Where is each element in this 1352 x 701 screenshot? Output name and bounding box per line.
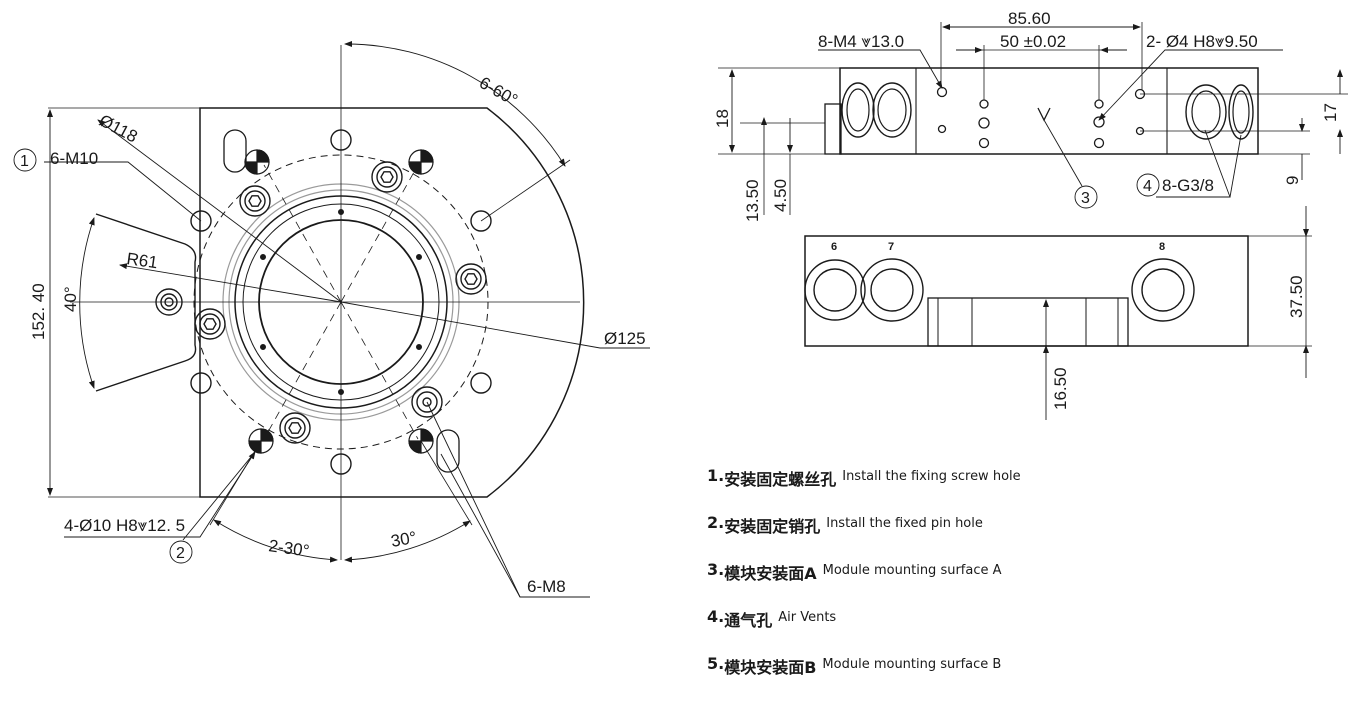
legend-item-4: 4. 通气孔 Air Vents — [707, 607, 1267, 654]
legend-label-zh: 安装固定销孔 — [724, 517, 821, 536]
dim-450-label: 4.50 — [771, 179, 790, 212]
dim-18-label: 18 — [713, 109, 732, 128]
legend: 1. 安装固定螺丝孔 Install the fixing screw hole… — [707, 466, 1267, 701]
thread-m8-label: 6-M8 — [527, 577, 566, 596]
legend-number: 4. — [707, 607, 725, 626]
top-view-labels: 85.60 50 ±0.02 8-M4 ⩔13.0 2- Ø4 H8⩔9.50 … — [713, 9, 1340, 222]
callout-3-circle — [1074, 185, 1098, 209]
callout-1-circle — [13, 148, 37, 172]
legend-number: 3. — [707, 560, 725, 579]
front-view — [13, 40, 650, 598]
legend-label-zh: 安装固定螺丝孔 — [724, 470, 837, 489]
legend-label-en: Module mounting surface B — [822, 657, 1002, 672]
callout-1-label: 1 — [20, 153, 29, 170]
angle-30-label: 30° — [389, 528, 418, 551]
thread-m10-label: 6-M10 — [50, 149, 98, 168]
legend-label-en: Module mounting surface A — [822, 563, 1002, 578]
legend-label-zh: 模块安装面B — [724, 658, 817, 677]
front-view-labels: 1 6-M10 Ø118 6-60° R61 40° 152. 40 Ø125 … — [20, 73, 646, 596]
angle-40-label: 40° — [61, 286, 80, 312]
radius-61-label: R61 — [125, 249, 159, 272]
legend-label-zh: 通气孔 — [724, 611, 773, 630]
width-8560-label: 85.60 — [1008, 9, 1051, 28]
legend-item-2: 2. 安装固定销孔 Install the fixed pin hole — [707, 513, 1267, 560]
dim-3750-label: 37.50 — [1287, 275, 1306, 318]
angle-6x60-label: 6-60° — [476, 73, 521, 110]
height-152-label: 152. 40 — [29, 283, 48, 340]
legend-number: 2. — [707, 513, 725, 532]
side-view — [804, 206, 1312, 420]
port-7-label: 7 — [888, 241, 894, 253]
m10-holes — [190, 129, 492, 475]
legend-number: 5. — [707, 654, 725, 673]
port-8-label: 8 — [1159, 241, 1165, 253]
dia-118-label: Ø118 — [96, 111, 141, 147]
dia-125-label: Ø125 — [604, 329, 646, 348]
legend-item-5: 5. 模块安装面B Module mounting surface B — [707, 654, 1267, 701]
legend-label-zh: 模块安装面A — [724, 564, 817, 583]
callout-3-label: 3 — [1081, 190, 1090, 207]
legend-label-en: Install the fixing screw hole — [842, 469, 1021, 484]
top-body — [839, 67, 1259, 155]
legend-number: 1. — [707, 466, 725, 485]
legend-label-en: Install the fixed pin hole — [826, 516, 983, 531]
side-view-labels: 6 7 8 37.50 16.50 — [831, 241, 1306, 410]
legend-label-en: Air Vents — [778, 610, 837, 625]
thread-m4-label: 8-M4 ⩔13.0 — [818, 32, 904, 51]
left-notch — [95, 213, 197, 392]
vent-spec-label: 8-G3/8 — [1162, 176, 1214, 195]
callout-2-circle — [169, 540, 193, 564]
width-50-label: 50 ±0.02 — [1000, 32, 1066, 51]
callout-2-label: 2 — [176, 545, 185, 562]
pin-hole-label: 4-Ø10 H8⩔12. 5 — [64, 516, 185, 535]
callout-4-circle — [1136, 173, 1160, 197]
port-6-label: 6 — [831, 241, 837, 253]
hex-screws — [155, 161, 487, 444]
pin-small-label: 2- Ø4 H8⩔9.50 — [1146, 32, 1258, 51]
dim-17-label: 17 — [1321, 103, 1340, 122]
legend-item-3: 3. 模块安装面A Module mounting surface A — [707, 560, 1267, 607]
dim-9-label: 9 — [1283, 176, 1302, 185]
callout-4-label: 4 — [1143, 178, 1152, 195]
top-view — [718, 22, 1348, 215]
dim-1350-label: 13.50 — [743, 179, 762, 222]
angle-2x30-label: 2-30° — [267, 536, 310, 560]
legend-item-1: 1. 安装固定螺丝孔 Install the fixing screw hole — [707, 466, 1267, 513]
dim-1650-label: 16.50 — [1051, 367, 1070, 410]
